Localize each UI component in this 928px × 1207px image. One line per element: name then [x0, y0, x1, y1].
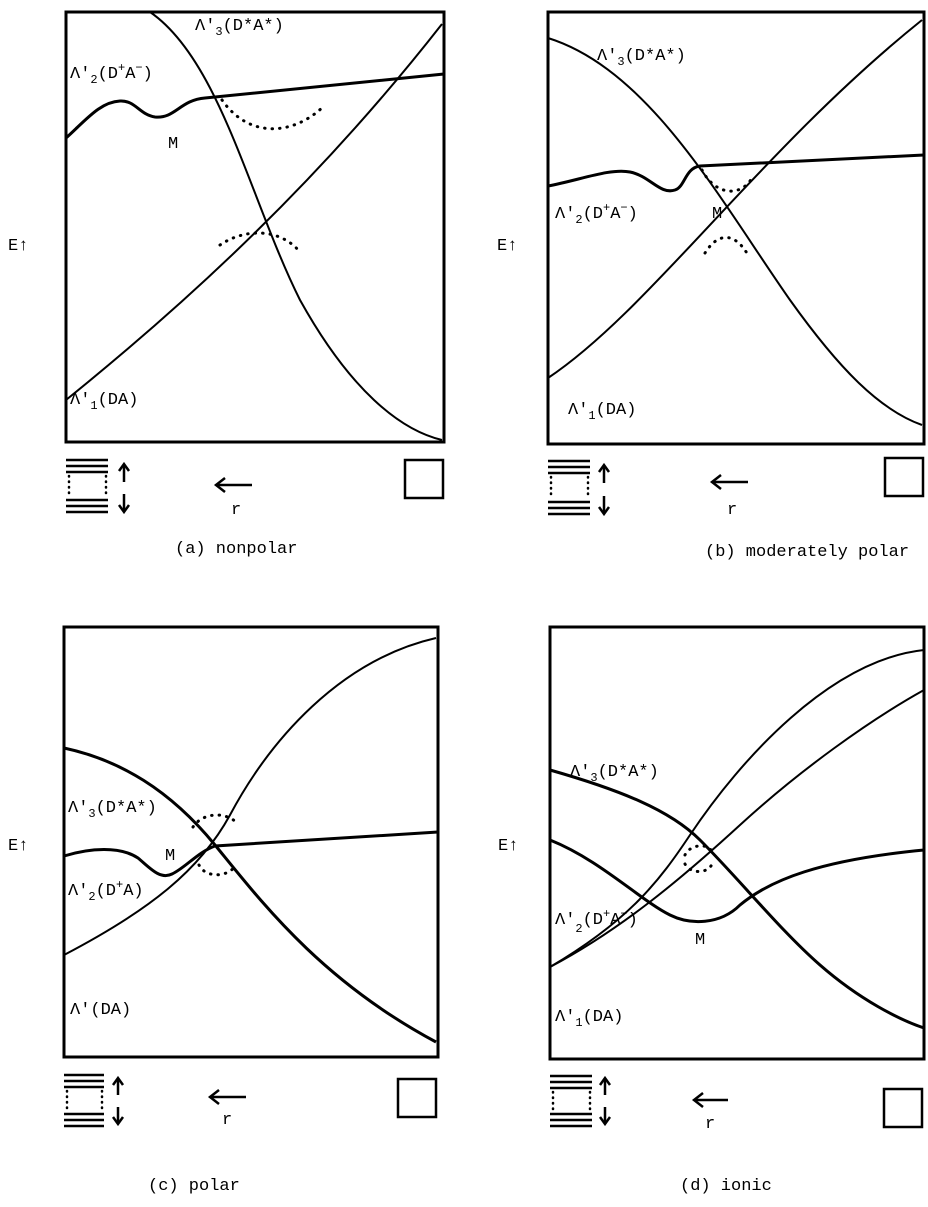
square-icon [403, 458, 445, 500]
stacked-layers-icon [548, 459, 590, 516]
state-label-excited: Λ'3(D*A*) [195, 17, 284, 39]
plot-frame [62, 625, 440, 1059]
minimum-label: M [695, 931, 705, 950]
state-label-excited: Λ'3(D*A*) [597, 47, 686, 69]
stacked-layers-icon [64, 1073, 104, 1128]
avoided-crossing-lower [197, 863, 238, 877]
left-arrow-icon [709, 474, 748, 490]
state-label-ion-pair: Λ'2(D+A−) [555, 907, 638, 936]
state-label-ground: Λ'1(DA) [70, 391, 138, 413]
state-label-ion-pair: Λ'2(D+A) [68, 878, 144, 904]
panel-b: E↑ Λ'3(D*A*) Λ'2(D+A−) M Λ'1(DA) [497, 10, 926, 562]
left-arrow-icon [207, 1089, 246, 1105]
plot-frame [64, 10, 446, 444]
avoided-crossing-lower [683, 862, 714, 873]
distance-label: r [727, 501, 737, 520]
panel-c: E↑ Λ'3(D*A*) M Λ'2(D+A) Λ'(DA) [8, 625, 440, 1196]
panel-d: E↑ Λ'3(D*A*) Λ'2(D+A−) M Λ'1(DA) [498, 625, 926, 1196]
ground-state-curve [547, 19, 923, 379]
ground-state-curve [549, 649, 925, 968]
energy-axis-label: E↑ [8, 237, 28, 256]
excited-state-curve [547, 37, 923, 426]
stacked-layers-icon [550, 1074, 592, 1128]
ground-state-curve [63, 637, 437, 956]
panel-caption: (c) polar [148, 1177, 240, 1196]
avoided-crossing-lower [703, 236, 750, 257]
square-icon [883, 456, 925, 498]
up-down-arrows-icon [597, 462, 611, 517]
plot-frame [548, 625, 926, 1061]
minimum-label: M [168, 135, 178, 154]
panel-caption: (d) ionic [680, 1177, 772, 1196]
up-down-arrows-icon [111, 1075, 125, 1127]
distance-label: r [705, 1115, 715, 1134]
energy-axis-label: E↑ [498, 837, 518, 856]
state-label-ground: Λ'1(DA) [555, 1008, 623, 1030]
energy-axis-label: E↑ [497, 237, 517, 256]
ion-pair-curve [549, 838, 925, 924]
distance-label: r [222, 1111, 232, 1130]
excited-state-curve [549, 768, 925, 1030]
avoided-crossing-upper [191, 813, 238, 829]
state-label-excited: Λ'3(D*A*) [570, 763, 659, 785]
state-label-ion-pair: Λ'2(D+A−) [555, 201, 638, 227]
avoided-crossing-upper [220, 98, 327, 131]
square-icon [396, 1077, 438, 1119]
panel-caption: (a) nonpolar [175, 540, 297, 559]
state-label-ion-pair: Λ'2(D+A−) [70, 61, 153, 87]
ground-state-curve-2 [549, 689, 925, 968]
excited-state-curve [63, 746, 437, 1044]
stacked-layers-icon [66, 458, 108, 514]
avoided-crossing-upper [700, 168, 754, 193]
minimum-label: M [165, 847, 175, 866]
panel-caption: (b) moderately polar [705, 543, 909, 562]
ion-pair-curve [547, 153, 925, 193]
left-arrow-icon [213, 477, 252, 493]
square-icon [882, 1087, 924, 1129]
panel-a: E↑ Λ'3(D*A*) Λ'2(D+A−) M Λ'1(DA) [8, 10, 446, 559]
excited-state-curve [149, 11, 443, 441]
left-arrow-icon [691, 1092, 728, 1108]
avoided-crossing-upper [683, 844, 714, 857]
up-down-arrows-icon [598, 1075, 612, 1127]
energy-axis-label: E↑ [8, 837, 28, 856]
minimum-label: M [712, 205, 722, 224]
ion-pair-curve [63, 830, 439, 877]
plot-frame [546, 10, 926, 446]
distance-label: r [231, 501, 241, 520]
ion-pair-curve [64, 72, 445, 140]
avoided-crossing-lower [218, 231, 302, 254]
state-label-ground: Λ'(DA) [70, 1001, 131, 1020]
state-label-ground: Λ'1(DA) [568, 401, 636, 423]
state-label-excited: Λ'3(D*A*) [68, 799, 157, 821]
up-down-arrows-icon [117, 461, 131, 515]
